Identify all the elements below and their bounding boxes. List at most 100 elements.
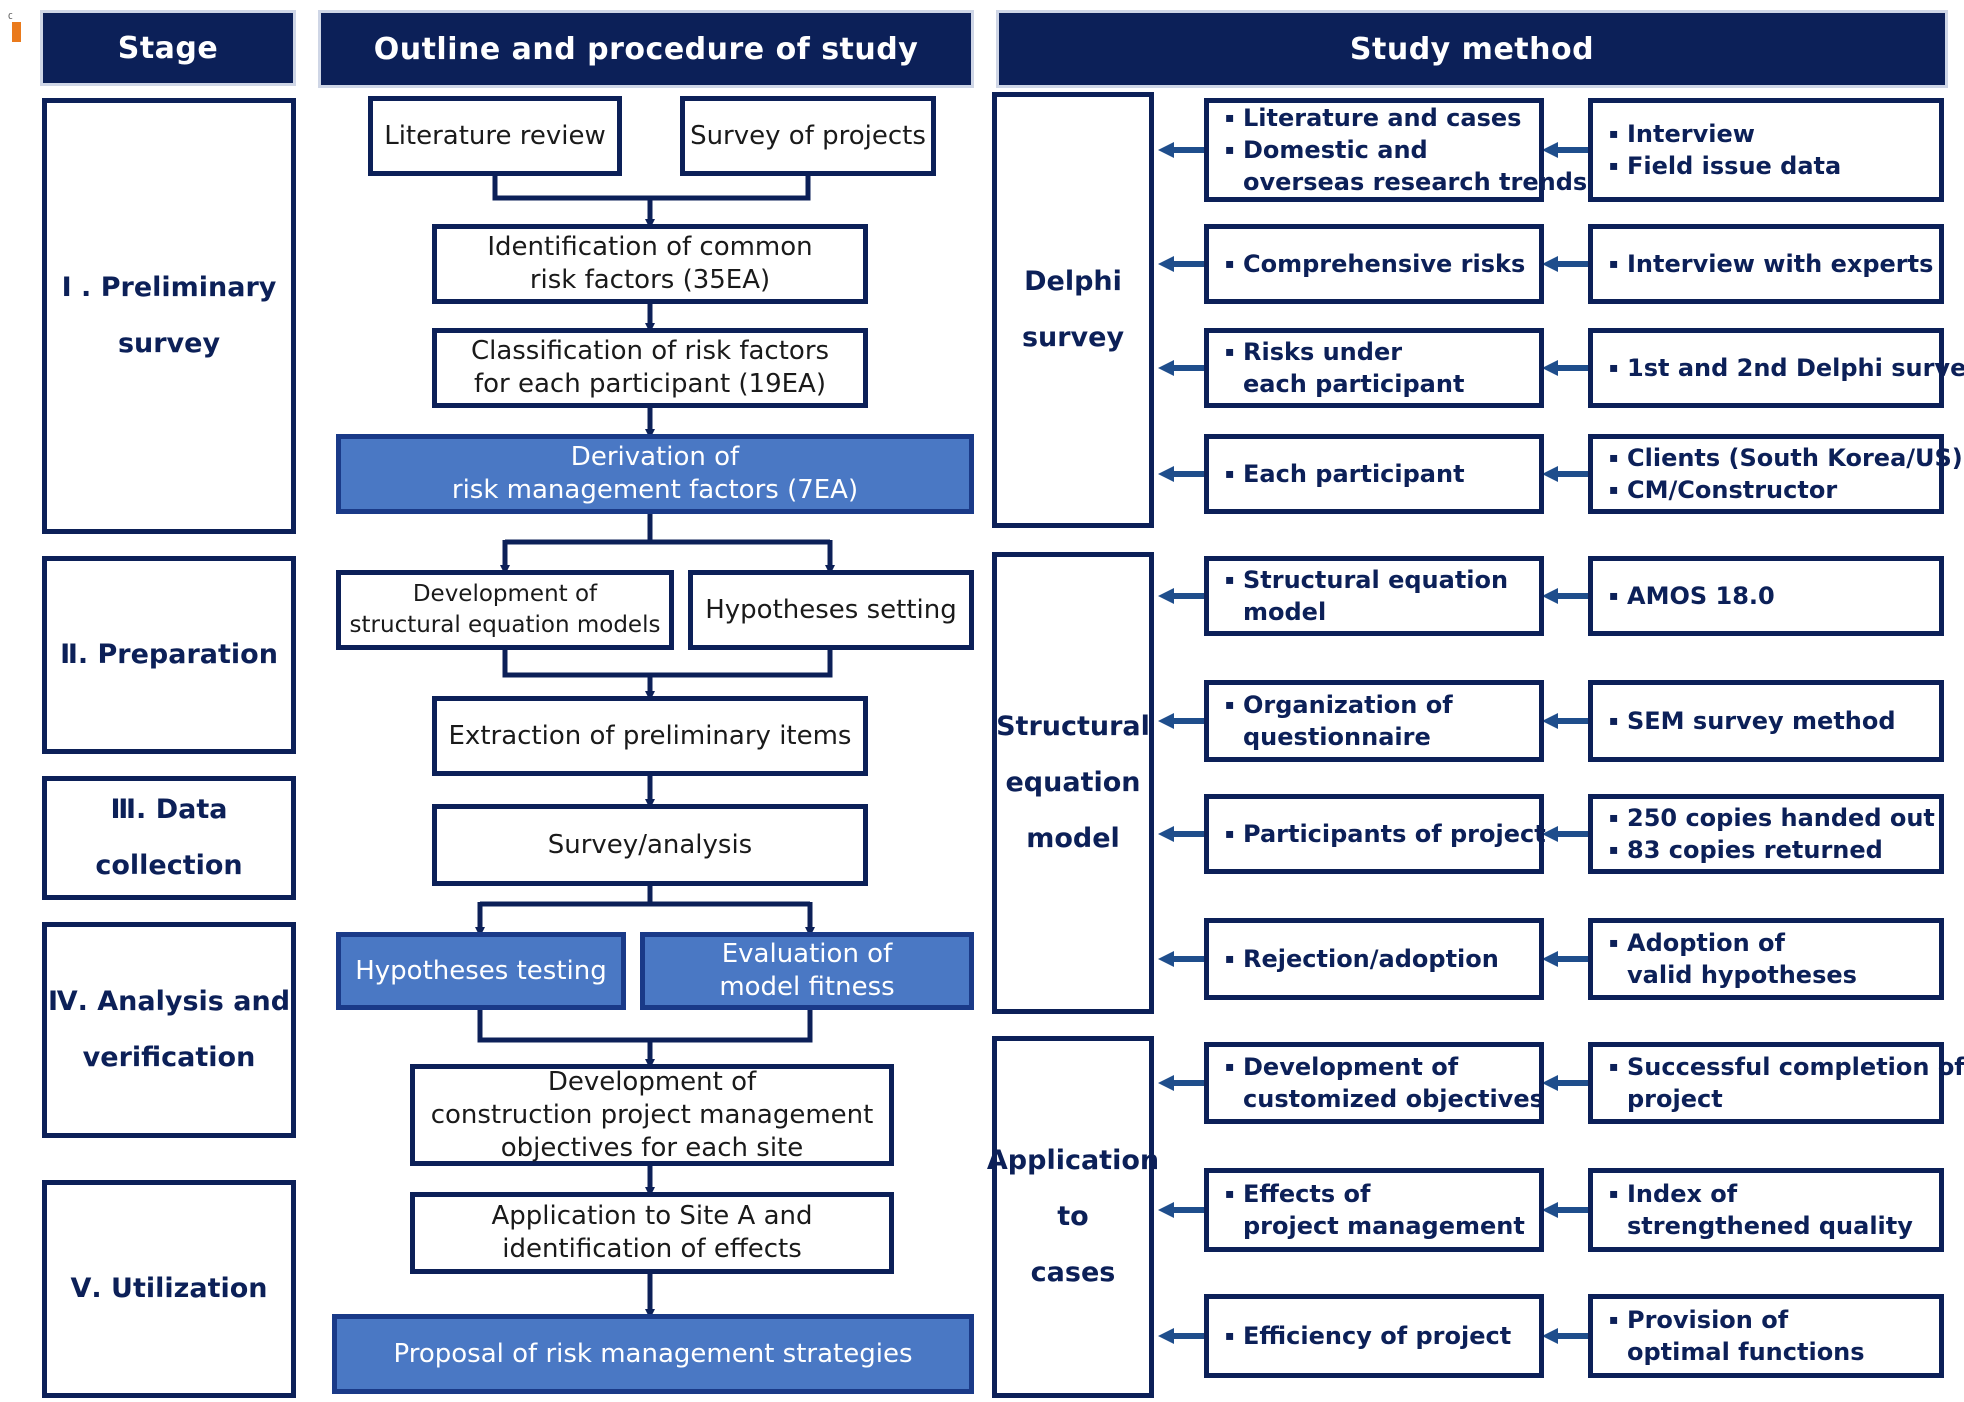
bullet-icon: ▪	[1609, 158, 1619, 174]
bullet-item: ▪ AMOS 18.0	[1609, 580, 1931, 612]
bullet-item: ▪ Effects of	[1225, 1178, 1531, 1210]
bullet-text: CM/Constructor	[1627, 476, 1838, 504]
bullet-text-continued: optimal functions	[1627, 1338, 1865, 1366]
corner-accent-bar	[12, 22, 21, 42]
bullet-text: Each participant	[1243, 460, 1465, 488]
bullet-icon: ▪	[1225, 697, 1235, 713]
bullet-text: Risks under	[1243, 338, 1403, 366]
method_right-box: ▪250 copies handed out▪83 copies returne…	[1588, 794, 1944, 874]
bullet-text: Organization of	[1243, 691, 1453, 719]
bullet-text: Successful completion of	[1627, 1053, 1964, 1081]
bullet-item: ▪Adoption of	[1609, 927, 1931, 959]
bullet-text: Effects of	[1243, 1180, 1371, 1208]
bullet-icon: ▪	[1609, 256, 1619, 272]
method_mid-box: ▪Comprehensive risks	[1204, 224, 1544, 304]
method_right-box: ▪ Successful completion of project	[1588, 1042, 1964, 1124]
bullet-item: ▪ Organization of	[1225, 689, 1531, 721]
bullet-icon: ▪	[1609, 588, 1619, 604]
bullet-item: ▪Clients (South Korea/US)	[1609, 442, 1963, 474]
bullet-item: ▪Each participant	[1225, 458, 1531, 490]
bullet-item: ▪ Literature and cases	[1225, 102, 1531, 134]
bullet-item: ▪1st and 2nd Delphi surveys	[1609, 352, 1964, 384]
flow-extraction: Extraction of preliminary items	[432, 696, 868, 776]
bullet-text-continued: model	[1243, 598, 1327, 626]
bullet-text: Interview	[1627, 120, 1755, 148]
connector-line	[502, 649, 833, 678]
bullet-icon: ▪	[1609, 842, 1619, 858]
stage-header: Stage	[40, 10, 296, 86]
flow-literature-review: Literature review	[368, 96, 622, 176]
connector-line	[480, 886, 653, 907]
method-group-sem: Structural equation model	[992, 552, 1154, 1014]
bullet-item: ▪Comprehensive risks	[1225, 248, 1531, 280]
method_right-box: ▪SEM survey method	[1588, 680, 1944, 762]
bullet-item: ▪Development of	[1225, 1051, 1531, 1083]
flow-survey-analysis: Survey/analysis	[432, 804, 868, 886]
bullet-icon: ▪	[1225, 572, 1235, 588]
flow-evaluation: Evaluation of model fitness	[640, 932, 974, 1010]
bullet-item: ▪ Successful completion of	[1609, 1051, 1964, 1083]
bullet-icon: ▪	[1225, 1186, 1235, 1202]
bullet-item: ▪Field issue data	[1609, 150, 1931, 182]
bullet-icon: ▪	[1609, 1186, 1619, 1202]
flow-identification: Identification of common risk factors (3…	[432, 224, 868, 304]
corner-marker: C	[8, 12, 13, 21]
bullet-text: 250 copies handed out	[1627, 804, 1935, 832]
bullet-text: Domestic and	[1243, 136, 1428, 164]
outline-header: Outline and procedure of study	[318, 10, 974, 88]
bullet-item: ▪Rejection/adoption	[1225, 943, 1531, 975]
bullet-item: ▪Efficiency of project	[1225, 1320, 1531, 1352]
bullet-text: Index of	[1627, 1180, 1738, 1208]
flow-hypotheses-testing: Hypotheses testing	[336, 932, 626, 1010]
bullet-item: ▪ CM/Constructor	[1609, 474, 1931, 506]
bullet-text: Interview with experts	[1627, 250, 1934, 278]
flow-development-sem: Development of structural equation model…	[336, 570, 674, 650]
bullet-icon: ▪	[1609, 482, 1619, 498]
bullet-text-continued: valid hypotheses	[1627, 961, 1857, 989]
bullet-item: ▪SEM survey method	[1609, 705, 1931, 737]
bullet-icon: ▪	[1225, 110, 1235, 126]
bullet-text-continued: overseas research trends	[1243, 168, 1588, 196]
bullet-text: SEM survey method	[1627, 707, 1896, 735]
method_mid-box: ▪Rejection/adoption	[1204, 918, 1544, 1000]
bullet-icon: ▪	[1225, 256, 1235, 272]
stage-preliminary-survey: Ⅰ . Preliminary survey	[42, 98, 296, 534]
bullet-item: ▪ Interview with experts	[1609, 248, 1934, 280]
bullet-item: ▪83 copies returned	[1609, 834, 1931, 866]
flow-classification: Classification of risk factors for each …	[432, 328, 868, 408]
bullet-text: Structural equation	[1243, 566, 1509, 594]
flow-development-objectives: Development of construction project mana…	[410, 1064, 894, 1166]
stage-analysis-verification: Ⅳ. Analysis and verification	[42, 922, 296, 1138]
bullet-text: Adoption of	[1627, 929, 1785, 957]
bullet-text: 1st and 2nd Delphi surveys	[1627, 354, 1964, 382]
bullet-item: ▪Domestic and	[1225, 134, 1531, 166]
method_right-box: ▪ Interview▪Field issue data	[1588, 98, 1944, 202]
method_mid-box: ▪ Effects of project management	[1204, 1168, 1544, 1252]
bullet-icon: ▪	[1609, 1059, 1619, 1075]
bullet-item: ▪Provision of	[1609, 1304, 1931, 1336]
bullet-icon: ▪	[1225, 951, 1235, 967]
flow-application: Application to Site A and identification…	[410, 1192, 894, 1274]
bullet-item: ▪ Structural equation	[1225, 564, 1531, 596]
flow-derivation: Derivation of risk management factors (7…	[336, 434, 974, 514]
bullet-text: Efficiency of project	[1243, 1322, 1512, 1350]
bullet-text-continued: project management	[1243, 1212, 1525, 1240]
method-header: Study method	[996, 10, 1948, 88]
bullet-icon: ▪	[1225, 344, 1235, 360]
bullet-text: AMOS 18.0	[1627, 582, 1775, 610]
bullet-item: ▪Participants of project	[1225, 818, 1546, 850]
bullet-text: Literature and cases	[1243, 104, 1522, 132]
bullet-text-continued: project	[1627, 1085, 1723, 1113]
bullet-item: ▪ Index of	[1609, 1178, 1931, 1210]
bullet-icon: ▪	[1609, 126, 1619, 142]
bullet-item: ▪250 copies handed out	[1609, 802, 1935, 834]
bullet-text: Participants of project	[1243, 820, 1546, 848]
